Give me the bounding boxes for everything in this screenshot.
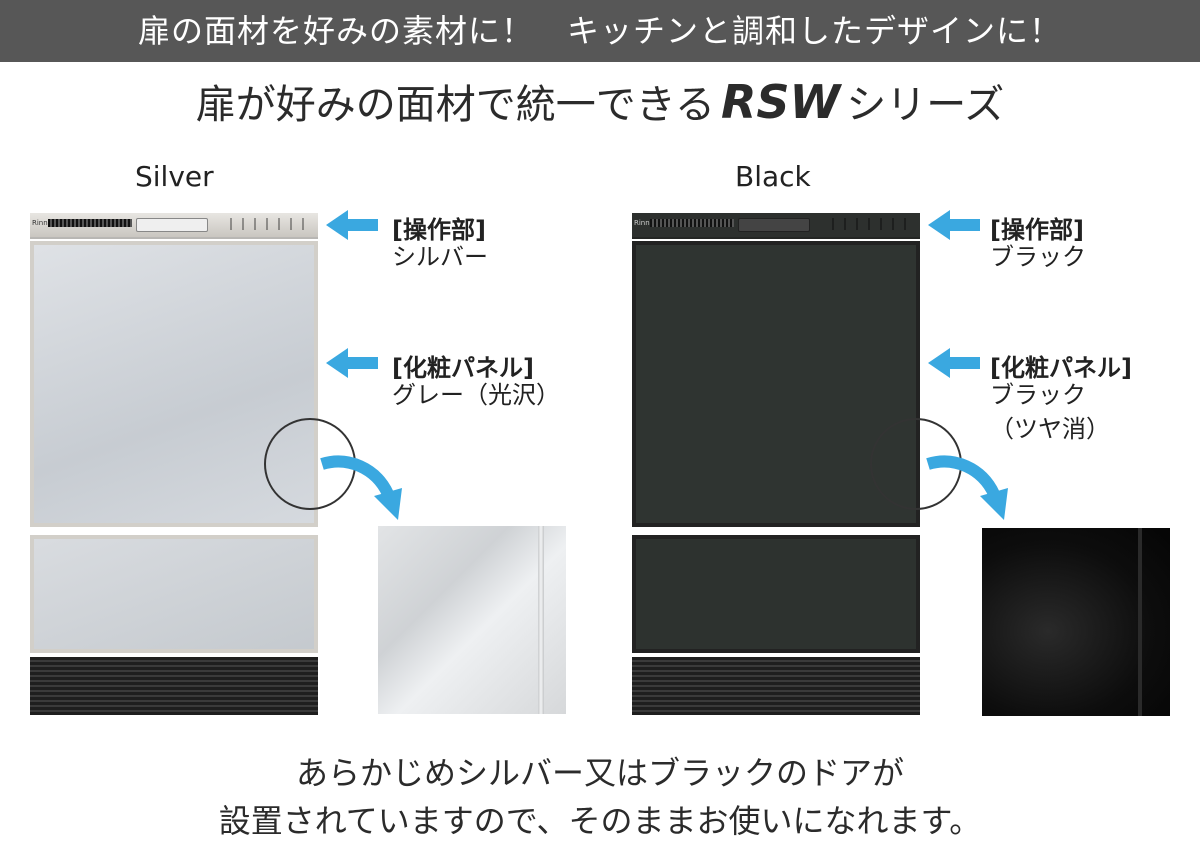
curved-arrow-icon <box>320 455 402 520</box>
brand-mark: Rinnai <box>634 219 656 227</box>
lower-drawer <box>632 535 920 653</box>
kick-plate <box>632 657 920 715</box>
banner-text: 扉の面材を好みの素材に！ キッチンと調和したデザインに！ <box>137 12 1062 50</box>
control-buttons <box>822 218 908 230</box>
title-prefix: 扉が好みの面材で統一できる <box>195 82 715 128</box>
footer-line-1: あらかじめシルバー又はブラックのドアが <box>295 754 904 792</box>
black-panel-text-2: （ツヤ消） <box>990 415 1110 443</box>
kick-plate <box>30 657 318 715</box>
swatch-seam <box>538 526 544 714</box>
vent-grille <box>48 219 132 227</box>
black-control-title: [操作部] <box>990 216 1084 244</box>
footer-line-2: 設置されていますので、そのままお使いになれます。 <box>218 802 982 840</box>
title-suffix: シリーズ <box>846 82 1005 128</box>
lower-drawer <box>30 535 318 653</box>
left-arrow-icon <box>326 348 378 378</box>
control-buttons <box>220 218 306 230</box>
silver-control-title: [操作部] <box>392 216 486 244</box>
door-handle <box>136 218 208 232</box>
control-panel: Rinnai <box>30 213 318 239</box>
silver-panel-title: [化粧パネル] <box>392 354 534 382</box>
black-panel-text-1: ブラック <box>990 381 1086 409</box>
silver-dishwasher-image: Rinnai <box>30 213 318 715</box>
silver-panel-swatch <box>378 526 566 714</box>
vent-grille <box>650 219 734 227</box>
left-arrow-icon <box>928 210 980 240</box>
silver-label: Silver <box>135 160 214 193</box>
door-handle <box>738 218 810 232</box>
left-arrow-icon <box>928 348 980 378</box>
left-arrow-icon <box>326 210 378 240</box>
top-banner: 扉の面材を好みの素材に！ キッチンと調和したデザインに！ <box>0 0 1200 62</box>
series-brand: RSW <box>720 75 841 129</box>
silver-control-text: シルバー <box>392 243 488 271</box>
black-label: Black <box>735 160 811 193</box>
black-panel-swatch <box>982 528 1170 716</box>
swatch-seam <box>1138 528 1142 716</box>
black-control-text: ブラック <box>990 243 1086 271</box>
brand-mark: Rinnai <box>32 219 54 227</box>
silver-panel-text: グレー（光沢） <box>392 381 560 409</box>
curved-arrow-icon <box>926 455 1008 520</box>
control-panel: Rinnai <box>632 213 920 239</box>
black-panel-title: [化粧パネル] <box>990 354 1132 382</box>
